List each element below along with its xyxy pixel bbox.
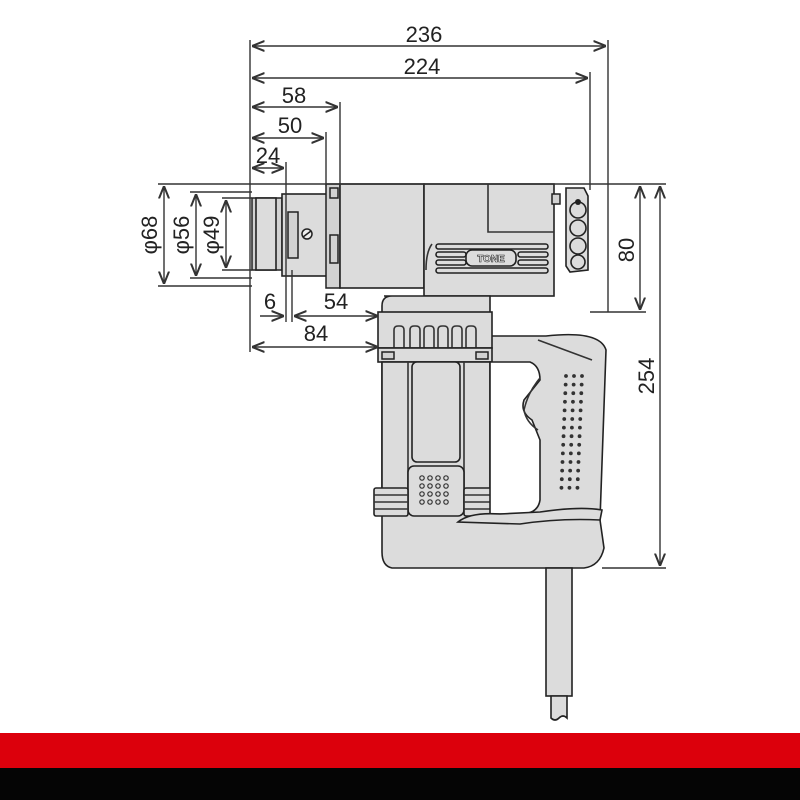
dim-24: 24 [256, 143, 280, 168]
cooling-ribs [393, 325, 477, 348]
dimension-labels: 236 224 58 50 24 6 54 84 φ68 φ56 φ49 80 … [137, 22, 659, 394]
dim-50: 50 [278, 113, 302, 138]
tool-dimension-drawing: TONE [137, 22, 666, 721]
vent-grille: TONE [435, 243, 549, 274]
dim-58: 58 [282, 83, 306, 108]
grip-dots [559, 374, 584, 490]
dim-length-to-rear: 224 [404, 54, 441, 79]
footer-black-band [0, 768, 800, 800]
head-block [339, 183, 425, 289]
footer-red-band [0, 733, 800, 768]
dim-dia-49: φ49 [199, 216, 224, 255]
dim-54: 54 [324, 289, 348, 314]
tool-body: TONE [251, 183, 607, 721]
dim-84: 84 [304, 321, 328, 346]
dimension-lines [158, 40, 666, 569]
motor-collar [377, 311, 493, 349]
handle-opening [489, 361, 541, 515]
dim-head-height: 80 [614, 238, 639, 262]
dim-overall-height: 254 [634, 358, 659, 395]
switch-holes [419, 475, 449, 505]
dim-6: 6 [264, 289, 276, 314]
dim-dia-68: φ68 [137, 216, 162, 255]
dim-dia-56: φ56 [169, 216, 194, 255]
gear-housing [423, 183, 555, 297]
tone-logo [465, 249, 517, 267]
svg-text:TONE: TONE [477, 254, 505, 265]
dim-overall-length: 236 [406, 22, 443, 47]
motor-window [411, 361, 461, 463]
power-cord [545, 567, 573, 697]
switch-pad [407, 465, 465, 517]
